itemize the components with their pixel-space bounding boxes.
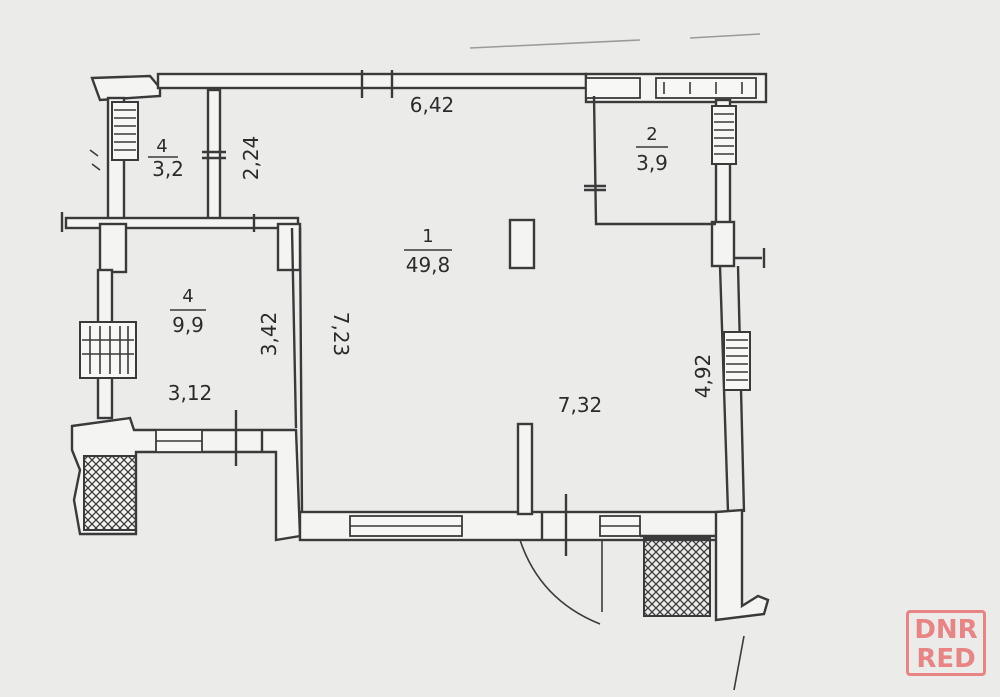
wall-bottom-left <box>70 410 302 542</box>
wall-bottom-right <box>640 508 770 622</box>
scan-mark <box>689 33 761 39</box>
room-4-large-number: 4 <box>182 286 193 307</box>
watermark-line-2: RED <box>916 644 976 674</box>
watermark-line-1: DNR <box>914 615 978 645</box>
wall-left-top <box>89 96 139 224</box>
room-4-large-area: 9,9 <box>172 313 204 337</box>
dimension-main-height: 7,23 <box>329 312 353 357</box>
dimension-room4-large-height: 3,42 <box>257 312 281 357</box>
room-1-area: 49,8 <box>406 253 451 277</box>
wall-horizontal-left <box>60 212 302 274</box>
dimension-main-width: 7,32 <box>558 393 603 417</box>
dimension-room4-large-width: 3,12 <box>168 381 213 405</box>
dimension-room4-small: 2,24 <box>239 136 263 181</box>
wall-partition-top <box>202 88 226 224</box>
window-top-right <box>585 77 757 99</box>
room-4-small-number: 4 <box>156 136 167 157</box>
room-2-number: 2 <box>646 124 657 145</box>
wall-left-bottom <box>79 268 137 420</box>
dimension-top: 6,42 <box>410 93 455 117</box>
column <box>508 218 536 270</box>
wall-partition-mid <box>290 227 304 515</box>
room-4-small-area: 3,2 <box>152 157 184 181</box>
scan-mark <box>469 39 641 49</box>
watermark-logo: DNR RED <box>906 610 986 676</box>
room-2-area: 3,9 <box>636 151 668 175</box>
wall-bottom <box>298 422 722 556</box>
wall-room2 <box>584 95 716 226</box>
wall-right <box>710 98 766 513</box>
dimension-right-wall: 4,92 <box>691 354 715 399</box>
door-swing <box>519 539 745 691</box>
room-1-number: 1 <box>422 226 433 247</box>
